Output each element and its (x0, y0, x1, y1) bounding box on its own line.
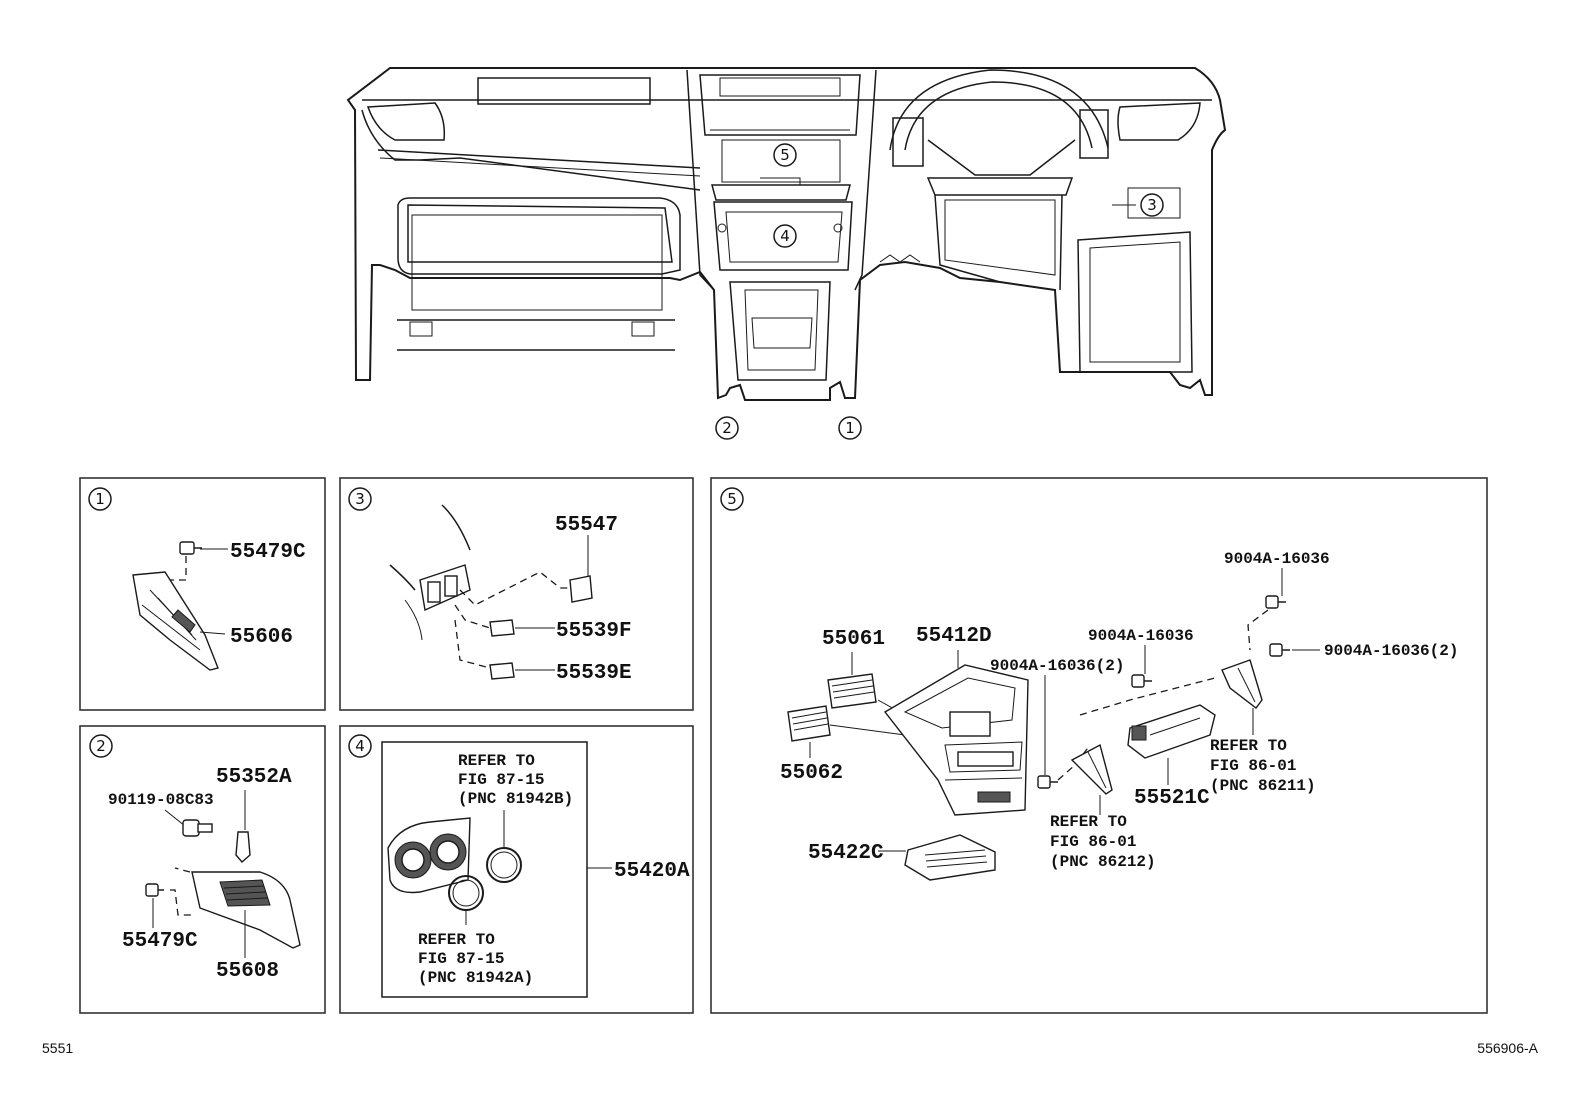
callout-5-overview (773, 143, 797, 167)
ref-86211-line3: (PNC 86211) (1210, 777, 1316, 795)
ref-86212-line2: FIG 86-01 (1050, 833, 1136, 851)
ref-86211-line1: REFER TO (1210, 737, 1287, 755)
ref-81942A-line1: REFER TO (418, 931, 495, 949)
callout-1-overview (838, 416, 862, 440)
switch-blank-f-icon (489, 619, 515, 637)
part-55479C-2-label: 55479C (122, 930, 198, 953)
ref-86212-line3: (PNC 86212) (1050, 853, 1156, 871)
part-55412D-label: 55412D (916, 625, 992, 648)
bracket-part (235, 831, 251, 863)
callout-4-overview-label: 4 (780, 227, 790, 245)
box-55521C-part (1127, 704, 1216, 759)
clip-9004A-16036-middle-label: 9004A-16036 (1088, 627, 1194, 645)
lower-cover-part (191, 871, 301, 949)
detail-panel-2: 2 55352A 90119-08C83 55479C 55608 (79, 725, 326, 1014)
cover-plate-part (569, 575, 593, 603)
detail-panel-4: 4 REFER TO FIG 87-15 (PNC 81942B) REFER … (339, 725, 694, 1014)
part-55422C-label: 55422C (808, 842, 884, 865)
detail-panel-3: 3 55547 55539F 55539E (339, 477, 694, 711)
ref-86212-line1: REFER TO (1050, 813, 1127, 831)
part-55062-label: 55062 (780, 762, 843, 785)
ref-81942A-line3: (PNC 81942A) (418, 969, 533, 987)
vent-55422C-part (904, 834, 996, 881)
callout-4-overview (773, 224, 797, 248)
callout-3-overview-label: 3 (1147, 196, 1157, 214)
callout-2-overview (715, 416, 739, 440)
part-55547-label: 55547 (555, 514, 618, 537)
ref-81942A-line2: FIG 87-15 (418, 950, 504, 968)
part-55479C-label: 55479C (230, 541, 306, 564)
part-55606-label: 55606 (230, 626, 293, 649)
callout-1 (88, 487, 112, 511)
clip-9004A-16036-2-right-label: 9004A-16036(2) (1324, 642, 1458, 660)
clip-9004A-16036-2-left-label: 9004A-16036(2) (990, 657, 1124, 675)
detail-panel-5: 5 55061 55062 55412D (710, 477, 1488, 1014)
switch-blank-e-icon (489, 662, 515, 680)
detail-panel-1: 1 55479C 55606 (79, 477, 326, 711)
callout-1-overview-label: 1 (845, 419, 855, 437)
vent-55061-part (827, 673, 877, 709)
vent-55062-part (787, 705, 831, 742)
callout-3-overview (1140, 193, 1164, 217)
callout-2-overview-label: 2 (722, 419, 732, 437)
part-55352A-label: 55352A (216, 766, 292, 789)
clip-icon (1131, 674, 1152, 688)
clip-icon (1269, 643, 1290, 657)
part-55539E-label: 55539E (556, 662, 632, 685)
callout-2 (89, 734, 113, 758)
callout-4-label: 4 (355, 737, 365, 755)
clip-icon (1037, 775, 1058, 789)
clip-icon (179, 541, 202, 555)
part-55521C-label: 55521C (1134, 787, 1210, 810)
clip-icon (1265, 595, 1286, 609)
ref-81942B-line1: REFER TO (458, 752, 535, 770)
part-55420A-label: 55420A (614, 860, 690, 883)
callout-4 (348, 734, 372, 758)
center-bezel-part (883, 664, 1029, 816)
ref-86211-line2: FIG 86-01 (1210, 757, 1296, 775)
callout-1-label: 1 (95, 490, 105, 508)
footer-right-code: 556906-A (1477, 1040, 1538, 1056)
callout-3 (348, 487, 372, 511)
side-cover-part (132, 571, 219, 671)
part-55539F-label: 55539F (556, 620, 632, 643)
control-panel-part (387, 817, 471, 894)
footer-left-code: 5551 (42, 1040, 73, 1056)
callout-5-overview-label: 5 (780, 146, 790, 164)
ref-81942B-line3: (PNC 81942B) (458, 790, 573, 808)
bracket-86212-part (1070, 743, 1113, 795)
ref-81942B-line2: FIG 87-15 (458, 771, 544, 789)
clip-icon (145, 883, 164, 897)
callout-5 (720, 487, 744, 511)
instrument-panel-overview: 5 4 3 2 1 (346, 67, 1227, 440)
clip-9004A-16036-top-label: 9004A-16036 (1224, 550, 1330, 568)
part-55061-label: 55061 (822, 628, 885, 651)
callout-3-label: 3 (355, 490, 365, 508)
part-55608-label: 55608 (216, 960, 279, 983)
bolt-icon (182, 819, 213, 837)
bracket-86211-part (1221, 659, 1263, 709)
part-90119-label: 90119-08C83 (108, 791, 214, 809)
callout-2-label: 2 (96, 737, 106, 755)
callout-5-label: 5 (727, 490, 737, 508)
